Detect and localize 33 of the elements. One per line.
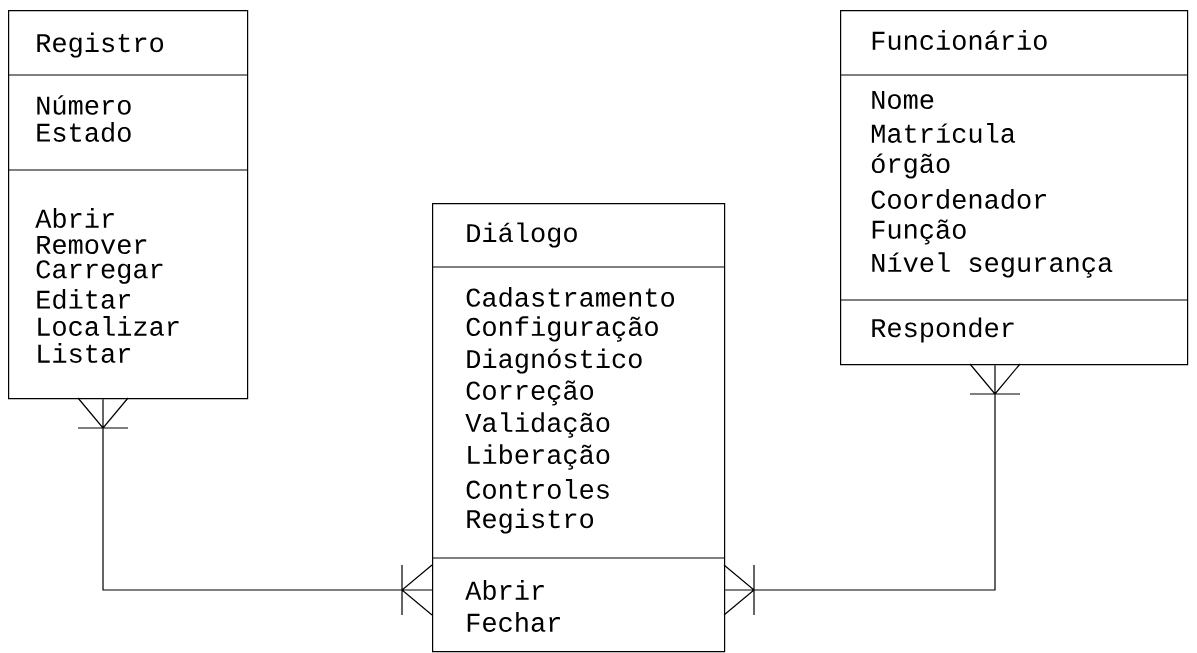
method-text: Editar <box>37 289 130 309</box>
relationship-line <box>723 363 1021 616</box>
method-text: Listar <box>38 343 130 363</box>
class-name: Registro <box>37 32 164 58</box>
relationship-line <box>77 397 433 616</box>
attribute-text: Função <box>872 219 966 245</box>
attribute-text: Coordenador <box>871 189 1046 209</box>
attribute-text: Nome <box>872 91 934 110</box>
attribute-text: Controles <box>466 479 609 499</box>
method-text: Abrir <box>35 208 114 228</box>
attribute-text: Validação <box>465 412 610 438</box>
class-box <box>7 10 249 400</box>
attribute-text: Cadastramento <box>466 287 675 307</box>
attribute-text: Número <box>37 95 131 115</box>
method-text: Fechar <box>467 612 560 632</box>
method-text: Remover <box>37 235 147 254</box>
method-text: Localizar <box>38 316 179 336</box>
attribute-text: Configuração <box>466 316 658 342</box>
attribute-text: Nível segurança <box>872 252 1113 278</box>
class-name: Diálogo <box>467 222 577 248</box>
attribute-text: Matrícula <box>871 123 1016 143</box>
method-text: Responder <box>872 317 1014 343</box>
attribute-text: Liberação <box>468 444 610 470</box>
attribute-text: Estado <box>37 122 131 142</box>
attribute-text: órgão <box>871 153 950 179</box>
class-name: Funcionário <box>872 30 1047 50</box>
method-text: Abrir <box>465 580 544 600</box>
method-text: Carregar <box>36 260 163 284</box>
attribute-text: Registro <box>467 508 594 534</box>
attribute-text: Correção <box>466 380 594 406</box>
attribute-text: Diagnóstico <box>467 348 642 374</box>
class-box <box>431 203 726 653</box>
class-box <box>839 10 1189 366</box>
